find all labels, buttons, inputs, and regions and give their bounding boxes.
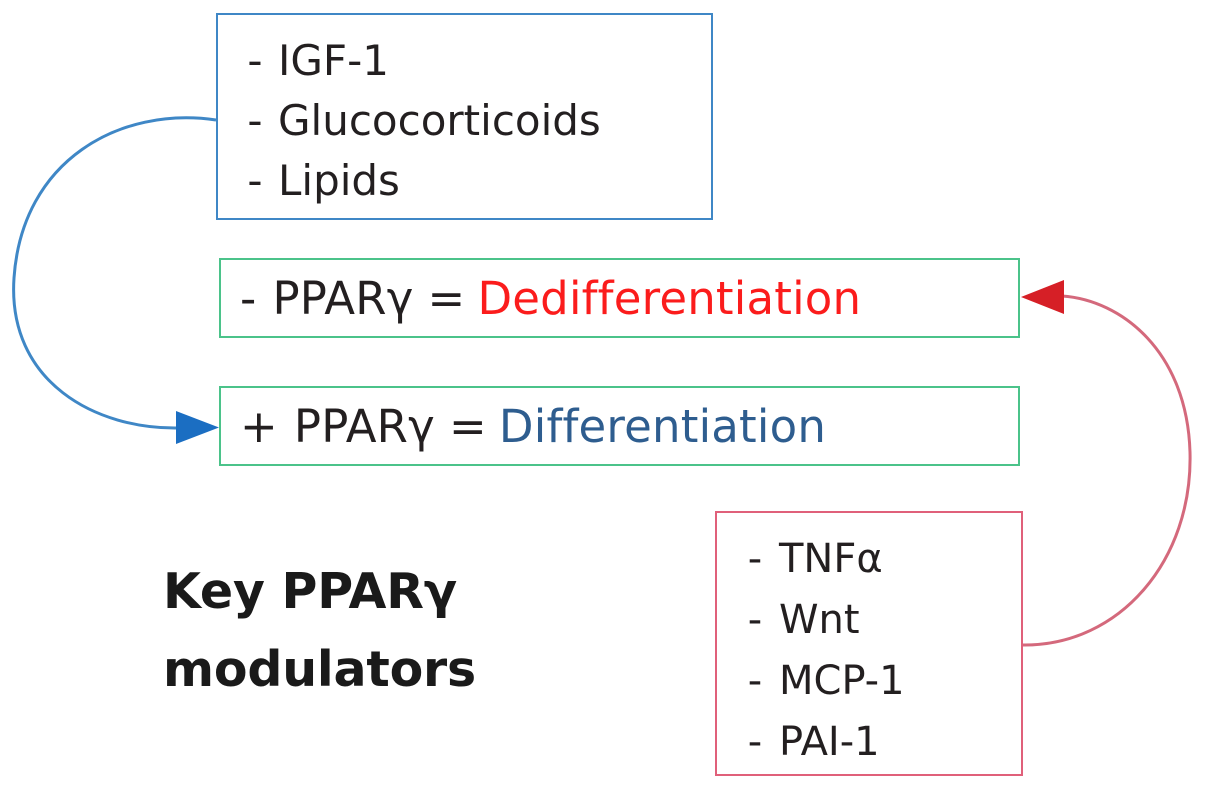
bullet-dash-icon: - xyxy=(247,156,263,205)
list-item-label: Wnt xyxy=(779,597,860,643)
negative-feedback-arrow-path xyxy=(1022,294,1192,647)
bullet-dash-icon: - xyxy=(247,36,263,85)
equation-equals: = xyxy=(448,399,487,453)
list-item: - MCP-1 xyxy=(731,651,1035,712)
list-item: - IGF-1 xyxy=(232,31,725,91)
list-item: - PAI-1 xyxy=(731,712,1035,773)
modulators-negative-box: - TNFα - Wnt - MCP-1 - PAI-1 xyxy=(715,511,1023,776)
equation-down-text: - PPARγ = Dedifferentiation xyxy=(221,260,1018,336)
equation-sign: + xyxy=(240,399,278,453)
list-item-label: Lipids xyxy=(278,156,400,205)
list-item-label: TNFα xyxy=(779,536,883,582)
modulators-positive-box: - IGF-1 - Glucocorticoids - Lipids xyxy=(216,13,713,220)
equation-down-box: - PPARγ = Dedifferentiation xyxy=(219,258,1020,338)
positive-feedback-arrowhead xyxy=(176,411,219,444)
bullet-dash-icon: - xyxy=(747,597,763,643)
list-item: - Glucocorticoids xyxy=(232,91,725,151)
list-item-label: MCP-1 xyxy=(779,658,905,704)
equation-target: PPARγ xyxy=(272,271,414,325)
list-item-label: IGF-1 xyxy=(278,36,389,85)
equation-equals: = xyxy=(427,271,466,325)
equation-outcome: Differentiation xyxy=(498,399,827,453)
equation-up-box: + PPARγ = Differentiation xyxy=(219,386,1020,466)
equation-sign: - xyxy=(240,271,257,325)
equation-outcome: Dedifferentiation xyxy=(477,271,862,325)
list-item: - TNFα xyxy=(731,529,1035,590)
bullet-dash-icon: - xyxy=(747,719,763,765)
bullet-dash-icon: - xyxy=(747,658,763,704)
list-item: - Wnt xyxy=(731,590,1035,651)
equation-target: PPARγ xyxy=(293,399,435,453)
page-title: Key PPARγ modulators xyxy=(163,563,476,698)
list-item: - Lipids xyxy=(232,151,725,211)
negative-feedback-arrowhead xyxy=(1021,280,1064,314)
equation-up-text: + PPARγ = Differentiation xyxy=(221,388,1018,464)
list-item-label: PAI-1 xyxy=(779,719,880,765)
bullet-dash-icon: - xyxy=(247,96,263,145)
modulators-positive-list: - IGF-1 - Glucocorticoids - Lipids xyxy=(218,15,725,211)
bullet-dash-icon: - xyxy=(747,536,763,582)
list-item-label: Glucocorticoids xyxy=(278,96,601,145)
positive-feedback-arrow-path xyxy=(12,116,217,430)
modulators-negative-list: - TNFα - Wnt - MCP-1 - PAI-1 xyxy=(717,513,1035,773)
